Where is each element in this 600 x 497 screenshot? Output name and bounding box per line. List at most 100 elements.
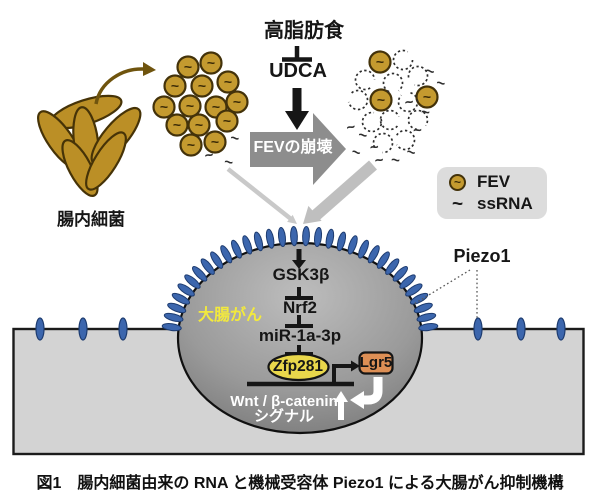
cell-piezo1-spike-icon bbox=[277, 226, 287, 248]
fev-particle-icon bbox=[199, 51, 223, 75]
svg-text:~: ~ bbox=[173, 117, 181, 133]
svg-text:~: ~ bbox=[233, 94, 241, 110]
legend-fev-icon: ~ bbox=[449, 173, 466, 191]
cell-piezo1-spike-icon bbox=[405, 283, 423, 297]
broken-fev-icon bbox=[396, 129, 416, 151]
fev-particle-icon bbox=[163, 74, 187, 98]
svg-text:~: ~ bbox=[373, 151, 385, 169]
cell-piezo1-spike-icon bbox=[161, 323, 182, 332]
cell-piezo1-spike-icon bbox=[177, 283, 195, 297]
svg-text:~: ~ bbox=[405, 143, 417, 161]
fev-particle-icon bbox=[176, 55, 200, 79]
cancer-cell-label: 大腸がん bbox=[197, 307, 263, 324]
svg-text:~: ~ bbox=[350, 143, 363, 162]
fev-particle-icon bbox=[179, 133, 203, 157]
cell-piezo1-spike-icon bbox=[313, 226, 323, 248]
cell-piezo1-spike-icon bbox=[231, 239, 242, 259]
broken-fev-icon bbox=[354, 69, 376, 91]
cell-piezo1-spike-icon bbox=[399, 274, 416, 289]
membrane-piezo1-icon bbox=[556, 317, 566, 341]
broken-fev-icon bbox=[361, 111, 383, 133]
legend-fev-label: FEV bbox=[477, 172, 511, 191]
figure-caption: 図1 腸内細菌由来の RNA と機械受容体 Piezo1 による大腸がん抑制機構 bbox=[36, 475, 564, 492]
svg-text:~: ~ bbox=[223, 113, 231, 129]
wnt-signal-label-line1: Wnt / β-catenin bbox=[230, 393, 338, 410]
cell-piezo1-spike-icon bbox=[265, 228, 275, 249]
svg-text:~: ~ bbox=[223, 154, 234, 172]
svg-text:~: ~ bbox=[357, 126, 369, 144]
cell-piezo1-spike-icon bbox=[336, 231, 347, 252]
svg-text:~: ~ bbox=[403, 93, 415, 111]
svg-text:~: ~ bbox=[412, 122, 423, 140]
cell-piezo1-spike-icon bbox=[253, 231, 264, 252]
legend-ssrna-icon: ~ bbox=[451, 193, 464, 215]
wnt-signal-label-line2: シグナル bbox=[253, 408, 315, 425]
fev-particle-icon bbox=[368, 50, 392, 74]
membrane-piezo1-icon bbox=[35, 317, 45, 341]
high-fat-diet-label: 高脂肪食 bbox=[264, 20, 344, 42]
svg-text:~: ~ bbox=[186, 98, 194, 114]
cell-piezo1-spike-icon bbox=[200, 258, 215, 275]
cell-piezo1-spike-icon bbox=[367, 245, 380, 264]
legend-row-fev: ~ FEV bbox=[449, 172, 547, 192]
fev-particle-icon bbox=[190, 74, 214, 98]
broken-fev-icon bbox=[407, 109, 429, 131]
svg-text:~: ~ bbox=[377, 92, 385, 108]
fev-particle-icon bbox=[216, 70, 240, 94]
lgr5-badge-label: Lgr5 bbox=[359, 354, 393, 371]
membrane-piezo1-icon bbox=[516, 317, 526, 341]
svg-text:~: ~ bbox=[211, 134, 219, 150]
svg-text:~: ~ bbox=[160, 99, 168, 115]
cell-piezo1-spike-icon bbox=[290, 226, 298, 247]
nrf2-label: Nrf2 bbox=[282, 298, 318, 317]
svg-text:~: ~ bbox=[345, 118, 358, 137]
cell-piezo1-spike-icon bbox=[358, 239, 369, 259]
cell-piezo1-spike-icon bbox=[184, 274, 201, 289]
svg-text:~: ~ bbox=[195, 117, 203, 133]
cell-piezo1-spike-icon bbox=[376, 251, 390, 269]
svg-text:~: ~ bbox=[424, 62, 436, 80]
broken-fev-icon bbox=[379, 109, 400, 131]
cell-piezo1-spike-icon bbox=[163, 312, 184, 323]
svg-text:~: ~ bbox=[390, 152, 401, 170]
cancer-cell bbox=[176, 241, 424, 435]
cell-piezo1-spike-icon bbox=[416, 312, 437, 323]
broken-fev-icon bbox=[397, 92, 419, 113]
cell-piezo1-spike-icon bbox=[409, 292, 429, 305]
svg-text:~: ~ bbox=[224, 74, 232, 90]
cell-piezo1-spike-icon bbox=[413, 302, 433, 314]
fev-particle-icon bbox=[369, 88, 393, 112]
broken-fev-icon bbox=[372, 132, 394, 154]
broken-fev-icon bbox=[392, 49, 414, 71]
cell-piezo1-spike-icon bbox=[302, 226, 310, 247]
fev-particle-icon bbox=[152, 95, 176, 119]
gut-bacterium-icon bbox=[85, 131, 127, 191]
svg-text:~: ~ bbox=[423, 89, 431, 105]
fev-particle-icon bbox=[215, 109, 239, 133]
svg-text:~: ~ bbox=[184, 59, 192, 75]
cell-piezo1-spike-icon bbox=[392, 266, 408, 282]
broken-fev-icon bbox=[407, 65, 429, 87]
udca-label: UDCA bbox=[269, 60, 327, 82]
zfp281-badge-label: Zfp281 bbox=[273, 358, 323, 375]
mir-1a-3p-label: miR-1a-3p bbox=[258, 326, 342, 345]
cell-piezo1-spike-icon bbox=[385, 258, 400, 275]
membrane-piezo1-icon bbox=[118, 317, 128, 341]
svg-text:~: ~ bbox=[187, 137, 195, 153]
svg-text:~: ~ bbox=[203, 146, 215, 164]
legend-row-ssrna: ~ ssRNA bbox=[449, 194, 547, 214]
broken-fev-icon bbox=[347, 89, 369, 111]
piezo1-label: Piezo1 bbox=[453, 246, 511, 266]
legend: ~ FEV ~ ssRNA bbox=[437, 167, 547, 219]
svg-text:~: ~ bbox=[435, 74, 447, 92]
svg-text:~: ~ bbox=[198, 78, 206, 94]
fev-particle-icon bbox=[225, 90, 249, 114]
gsk3b-label: GSK3β bbox=[272, 265, 330, 284]
fev-particle-icon bbox=[203, 130, 227, 154]
cell-piezo1-spike-icon bbox=[242, 235, 253, 255]
cell-piezo1-spike-icon bbox=[418, 323, 439, 332]
legend-ssrna-label: ssRNA bbox=[477, 194, 533, 213]
membrane-piezo1-icon bbox=[78, 317, 88, 341]
svg-text:~: ~ bbox=[207, 55, 215, 71]
